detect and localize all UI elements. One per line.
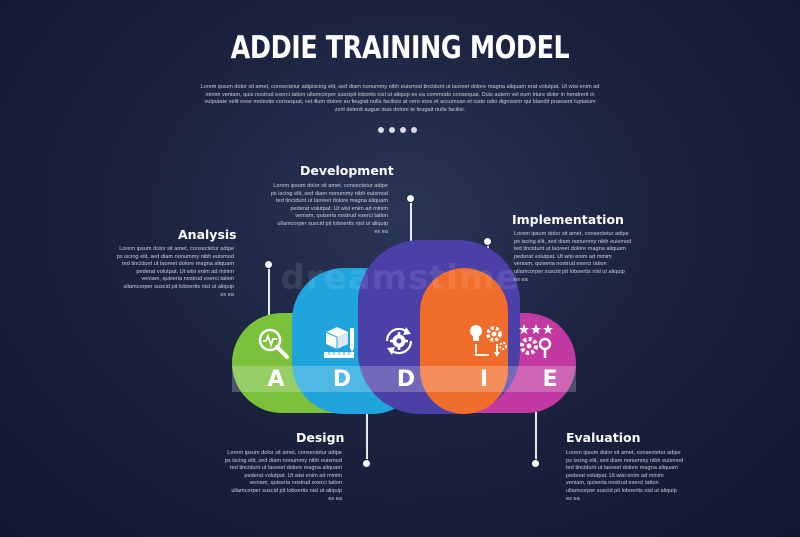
implementation-shape (420, 268, 508, 414)
development-node (406, 194, 415, 203)
implementation-node (483, 237, 492, 246)
dot (400, 127, 406, 133)
design-title: Design (296, 430, 345, 445)
evaluation-text: Lorem ipsum dolor sit amet, consectetur … (566, 450, 684, 502)
letter-a: A (267, 367, 285, 392)
letter-d-design: D (332, 367, 352, 392)
design-connector (366, 412, 368, 464)
dot (389, 127, 395, 133)
cube-ruler-pencil-icon (324, 327, 354, 358)
design-text: Lorem ipsum dolor sit amet, consectetur … (224, 450, 342, 502)
letter-band (232, 366, 576, 392)
development-title: Development (300, 163, 394, 178)
letter-e: E (542, 367, 558, 392)
analysis-node (264, 260, 273, 269)
analysis-title: Analysis (178, 227, 237, 242)
intro-text: Lorem ipsum dolor sit amet, consectetur … (200, 84, 600, 113)
magnifier-chart-icon (258, 328, 289, 359)
implementation-title: Implementation (512, 212, 624, 227)
implementation-text: Lorem ipsum dolor sit amet, consectetur … (514, 231, 632, 283)
watermark: dreamstime (280, 258, 520, 298)
gear-refresh-icon (385, 327, 413, 355)
dot (411, 127, 417, 133)
letter-d-development: D (396, 367, 416, 392)
letter-i: I (479, 367, 489, 392)
evaluation-title: Evaluation (566, 430, 641, 445)
evaluation-node (531, 459, 540, 468)
design-node (362, 459, 371, 468)
analysis-connector (268, 265, 270, 317)
evaluation-connector (535, 412, 537, 464)
bulb-gears-icon (470, 325, 507, 357)
page-title: ADDIE TRAINING MODEL (230, 30, 570, 66)
dot (378, 127, 384, 133)
development-text: Lorem ipsum dolor sit amet, consectetur … (270, 183, 388, 235)
development-connector (410, 199, 412, 243)
pagination-dots (378, 127, 417, 133)
stars-gear-icon (519, 324, 553, 358)
analysis-text: Lorem ipsum dolor sit amet, consectetur … (116, 246, 234, 298)
